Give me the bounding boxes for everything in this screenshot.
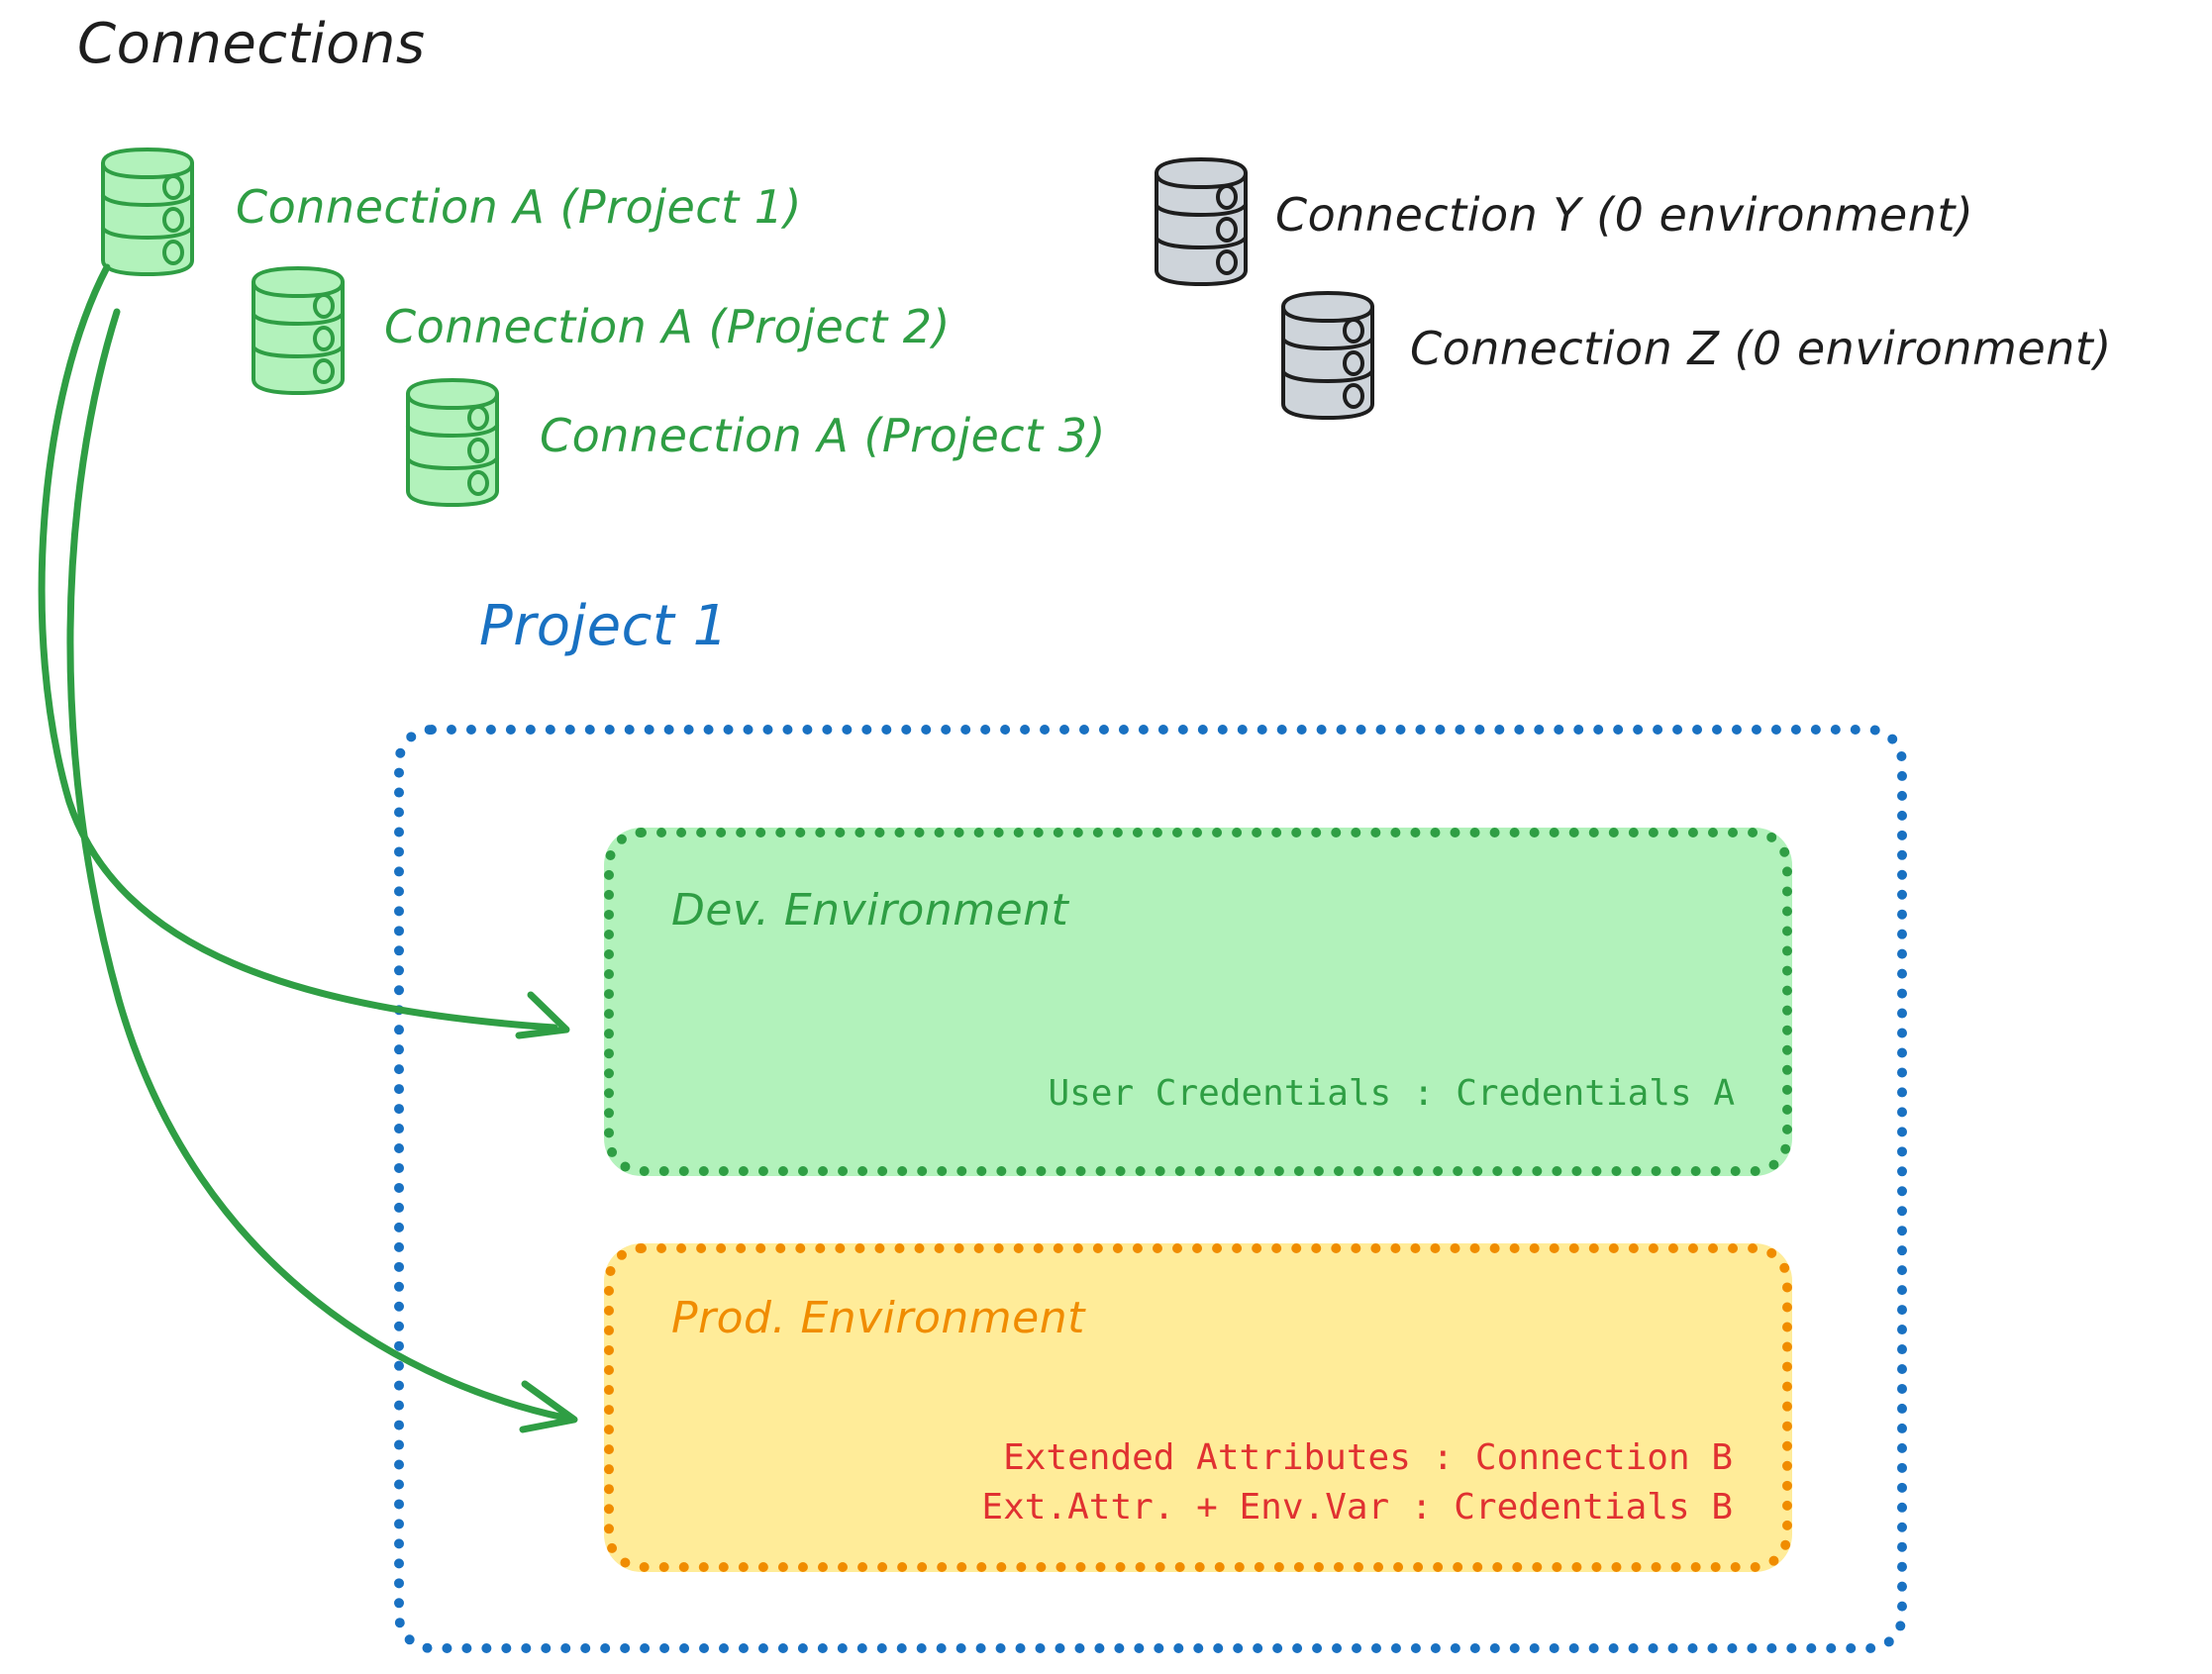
label-connection-a-project-2: Connection A (Project 2) bbox=[384, 300, 951, 353]
prod-environment-box: Prod. Environment Extended Attributes : … bbox=[604, 1243, 1792, 1572]
label-connection-a-project-3: Connection A (Project 3) bbox=[540, 409, 1106, 462]
page-title-connections: Connections bbox=[77, 12, 426, 76]
database-icon-connection-a-project-1 bbox=[95, 144, 204, 282]
prod-environment-line-1: Extended Attributes : Connection B bbox=[1003, 1437, 1733, 1478]
label-connection-y: Connection Y (0 environment) bbox=[1275, 188, 1974, 242]
project-title: Project 1 bbox=[479, 594, 729, 658]
database-icon-connection-z bbox=[1275, 287, 1384, 426]
label-connection-a-project-1: Connection A (Project 1) bbox=[236, 180, 802, 234]
prod-environment-title: Prod. Environment bbox=[671, 1293, 1085, 1343]
database-icon-connection-a-project-3 bbox=[400, 374, 509, 513]
database-icon-connection-y bbox=[1149, 153, 1257, 292]
label-connection-z: Connection Z (0 environment) bbox=[1410, 322, 2112, 375]
dev-environment-line-1: User Credentials : Credentials A bbox=[1048, 1073, 1735, 1114]
dev-environment-box: Dev. Environment User Credentials : Cred… bbox=[604, 828, 1792, 1176]
database-icon-connection-a-project-2 bbox=[246, 262, 354, 401]
prod-environment-line-2: Ext.Attr. + Env.Var : Credentials B bbox=[981, 1487, 1733, 1527]
dev-environment-title: Dev. Environment bbox=[671, 885, 1069, 935]
